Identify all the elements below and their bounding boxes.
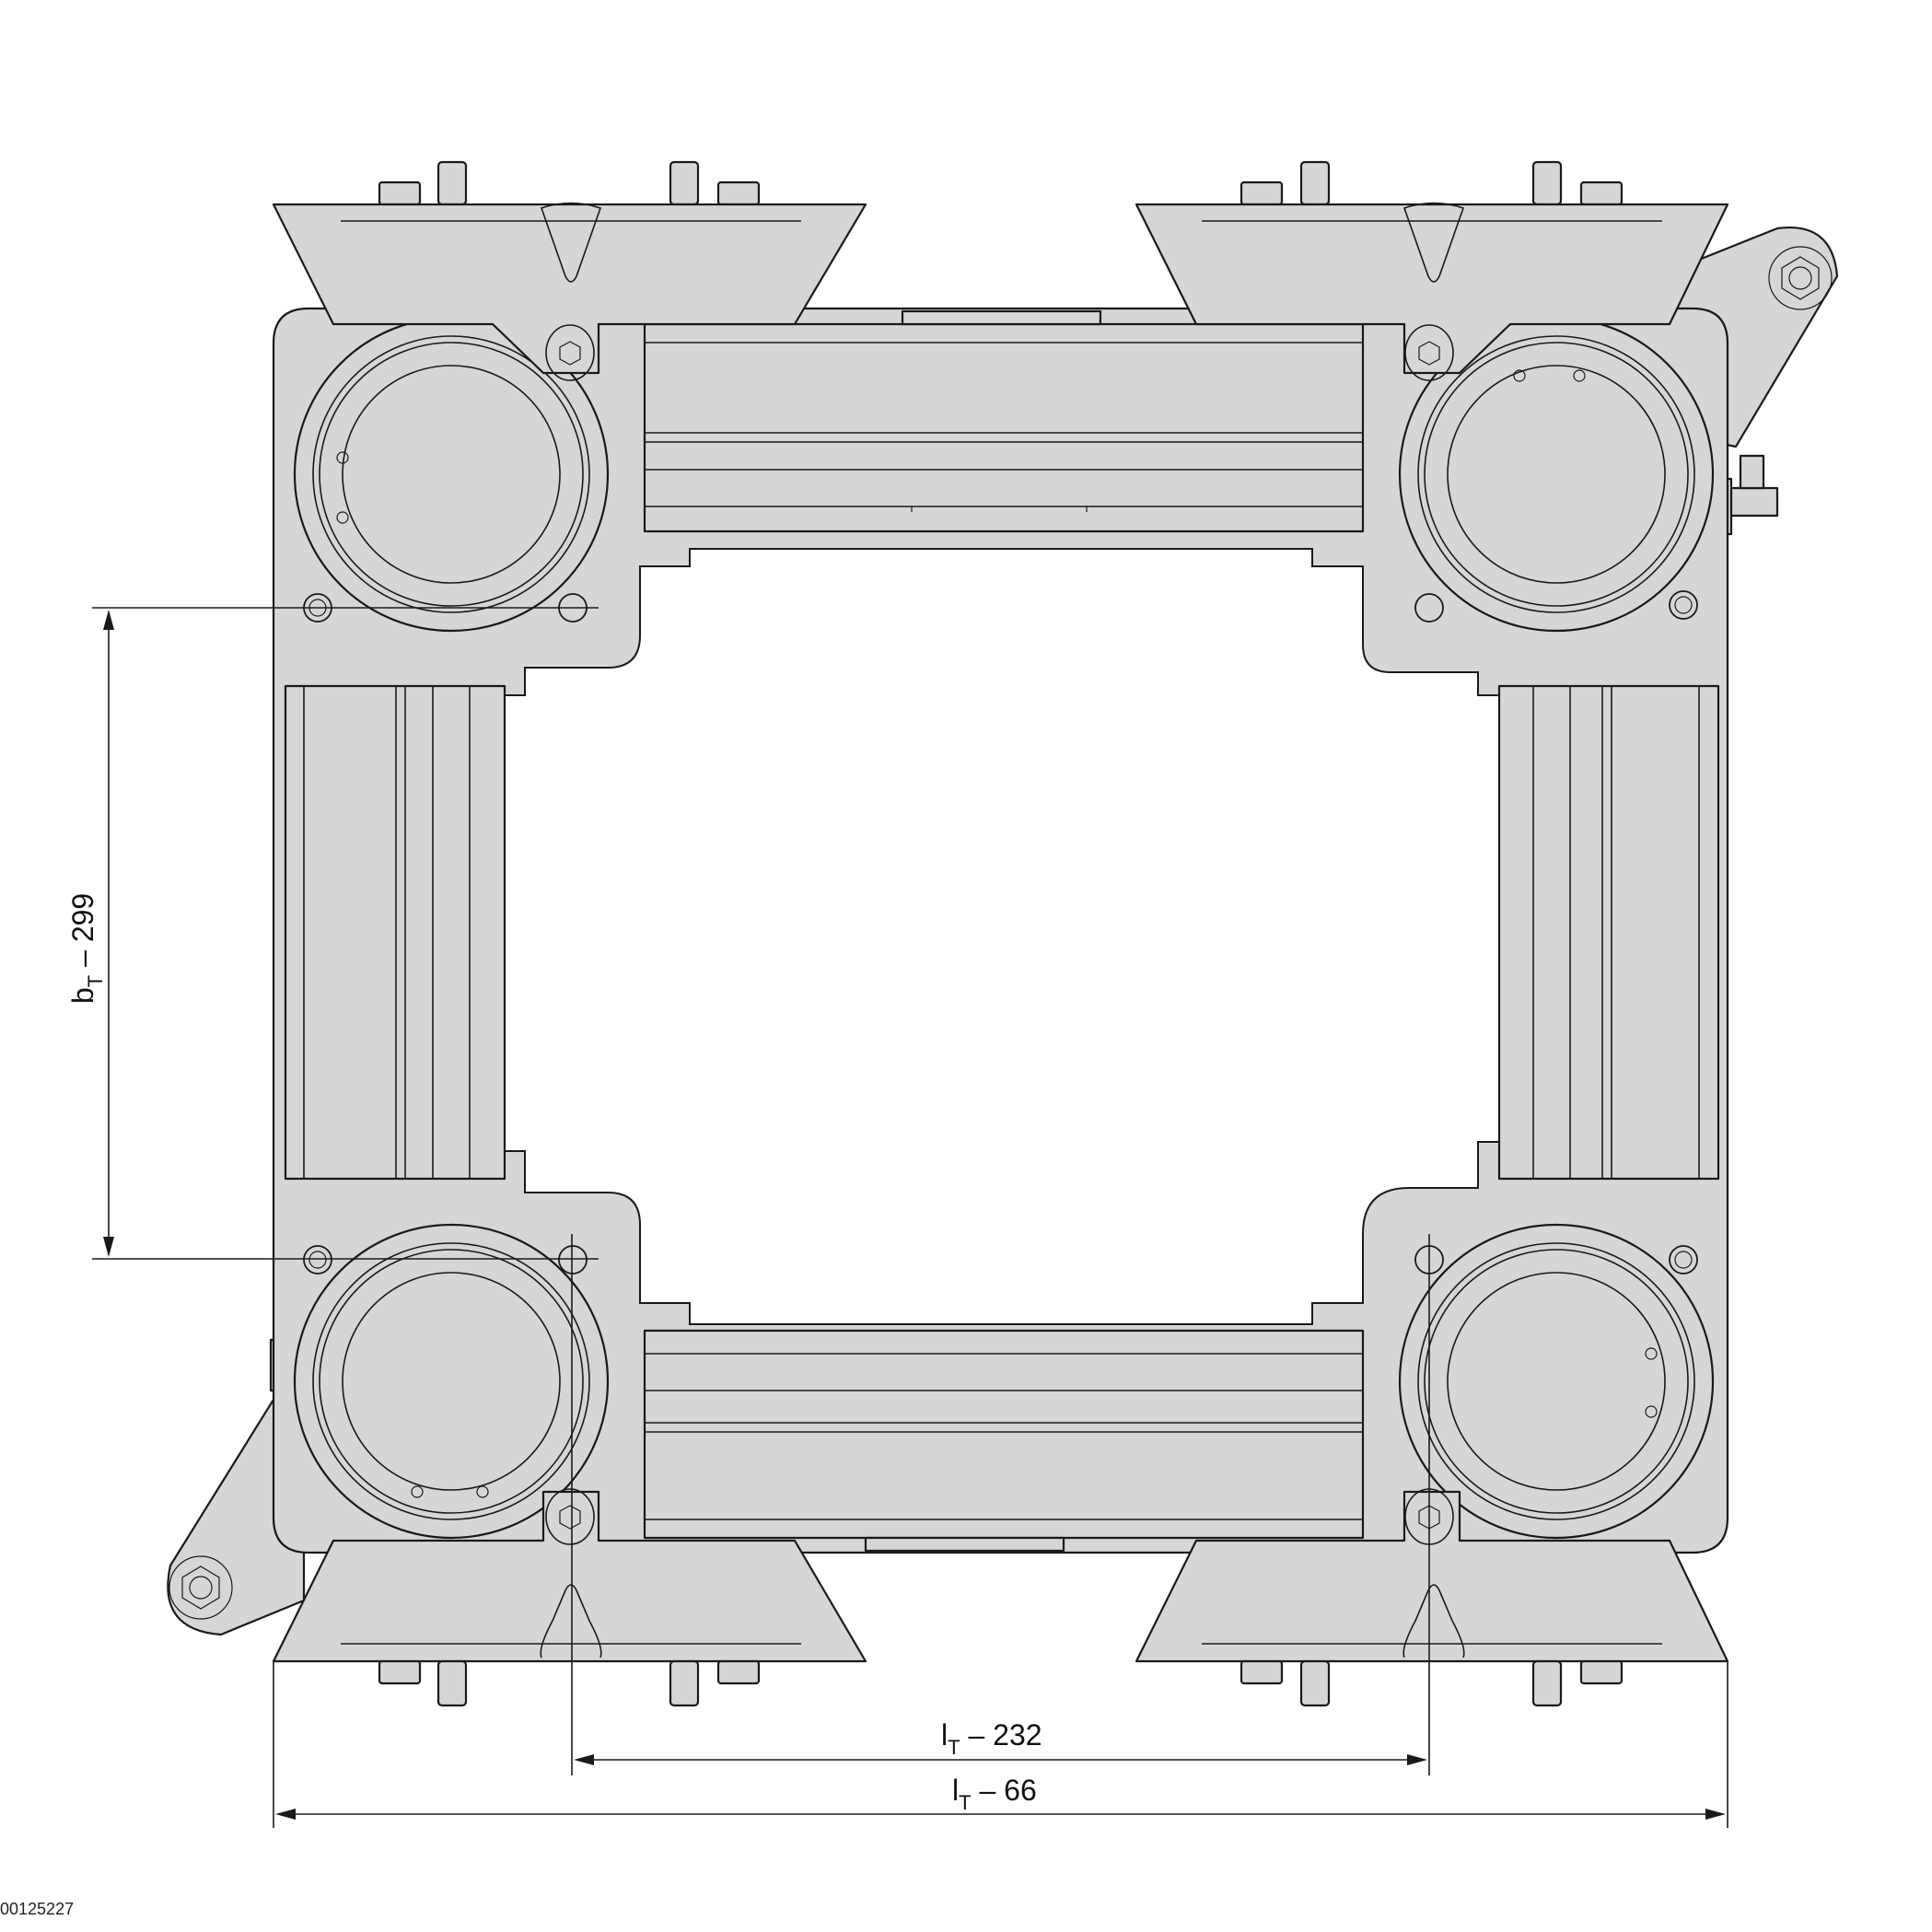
dimension-label-lt-66: lT – 66 bbox=[952, 1774, 1037, 1814]
document-id: 00125227 bbox=[0, 1900, 75, 1918]
dimension-label-bt-299: bT – 299 bbox=[66, 892, 107, 1004]
dim-value: – 232 bbox=[960, 1718, 1042, 1752]
dim-subscript: T bbox=[948, 1736, 960, 1759]
dim-subscript: T bbox=[84, 974, 107, 988]
dim-var: l bbox=[941, 1718, 949, 1752]
guide-wedge-top-right bbox=[1135, 160, 1729, 381]
corner-module-top-right bbox=[1398, 316, 1715, 633]
pivot-arm-bottom-left bbox=[167, 1393, 306, 1636]
rail-top bbox=[643, 309, 1365, 533]
dimension-lt-66 bbox=[273, 1662, 1728, 1828]
dimension-label-lt-232: lT – 232 bbox=[941, 1718, 1042, 1759]
dim-value: – 299 bbox=[66, 892, 99, 975]
dimension-lt-232 bbox=[571, 1234, 1430, 1775]
guide-wedge-bottom-left bbox=[272, 1488, 867, 1707]
dim-value: – 66 bbox=[971, 1774, 1037, 1807]
rail-left bbox=[284, 684, 506, 1181]
guide-wedge-top-left bbox=[272, 160, 867, 381]
dimension-bt-299 bbox=[92, 607, 599, 1260]
dim-subscript: T bbox=[959, 1791, 972, 1814]
guide-wedge-bottom-right bbox=[1135, 1488, 1729, 1707]
dim-var: b bbox=[66, 987, 99, 1004]
frame-body bbox=[272, 307, 1729, 1554]
corner-module-bottom-left bbox=[293, 1223, 610, 1540]
dim-var: l bbox=[952, 1774, 960, 1807]
rail-right bbox=[1497, 684, 1720, 1181]
rail-bottom bbox=[643, 1329, 1365, 1553]
